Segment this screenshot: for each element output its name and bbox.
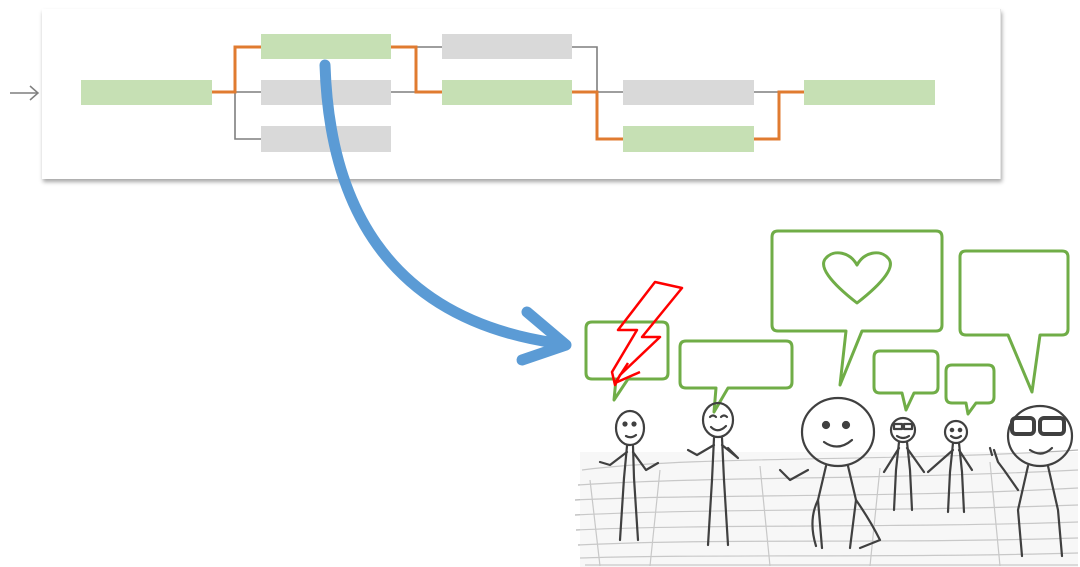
speech-bubble-icon (770, 229, 944, 387)
stick-figure-3 (778, 396, 882, 550)
stage-start (81, 80, 212, 105)
stick-figure-2 (686, 401, 740, 547)
stage-1a (261, 34, 391, 59)
speech-bubble-icon (958, 249, 1070, 394)
path-start-s1a (212, 45, 261, 94)
stick-figure-6 (988, 404, 1074, 558)
stage-2b (442, 80, 572, 105)
speech-bubble-icon (584, 320, 670, 402)
ground-sketch (574, 449, 1079, 567)
connector-s2a-s3a (572, 46, 623, 93)
speech-bubble-icon (678, 339, 794, 414)
path-s1a-s2b (391, 45, 442, 94)
glasses-icon (1010, 416, 1036, 436)
lightning-bolt-tip (613, 362, 641, 385)
stage-2a (442, 34, 572, 59)
entry-arrow-icon (10, 85, 40, 101)
stick-figure-4 (882, 416, 926, 512)
stick-figure-5 (926, 419, 974, 514)
selected-path (212, 45, 804, 141)
path-s2b-s3b (572, 90, 623, 141)
path-s3b-end (754, 90, 804, 141)
stick-figures-group (598, 396, 1074, 558)
speech-bubble-icon (872, 349, 940, 412)
speech-bubbles (584, 229, 1070, 416)
stage-1c (261, 126, 391, 152)
ground-shade (580, 452, 1078, 567)
stage-3a (623, 80, 754, 105)
curved-arrow-icon (319, 59, 572, 366)
glasses-icon (892, 422, 904, 431)
stick-figure-1 (598, 409, 660, 542)
stage-end (804, 80, 935, 105)
stage-3b (623, 126, 754, 152)
heart-icon (822, 251, 892, 305)
speech-bubble-icon (944, 363, 996, 416)
